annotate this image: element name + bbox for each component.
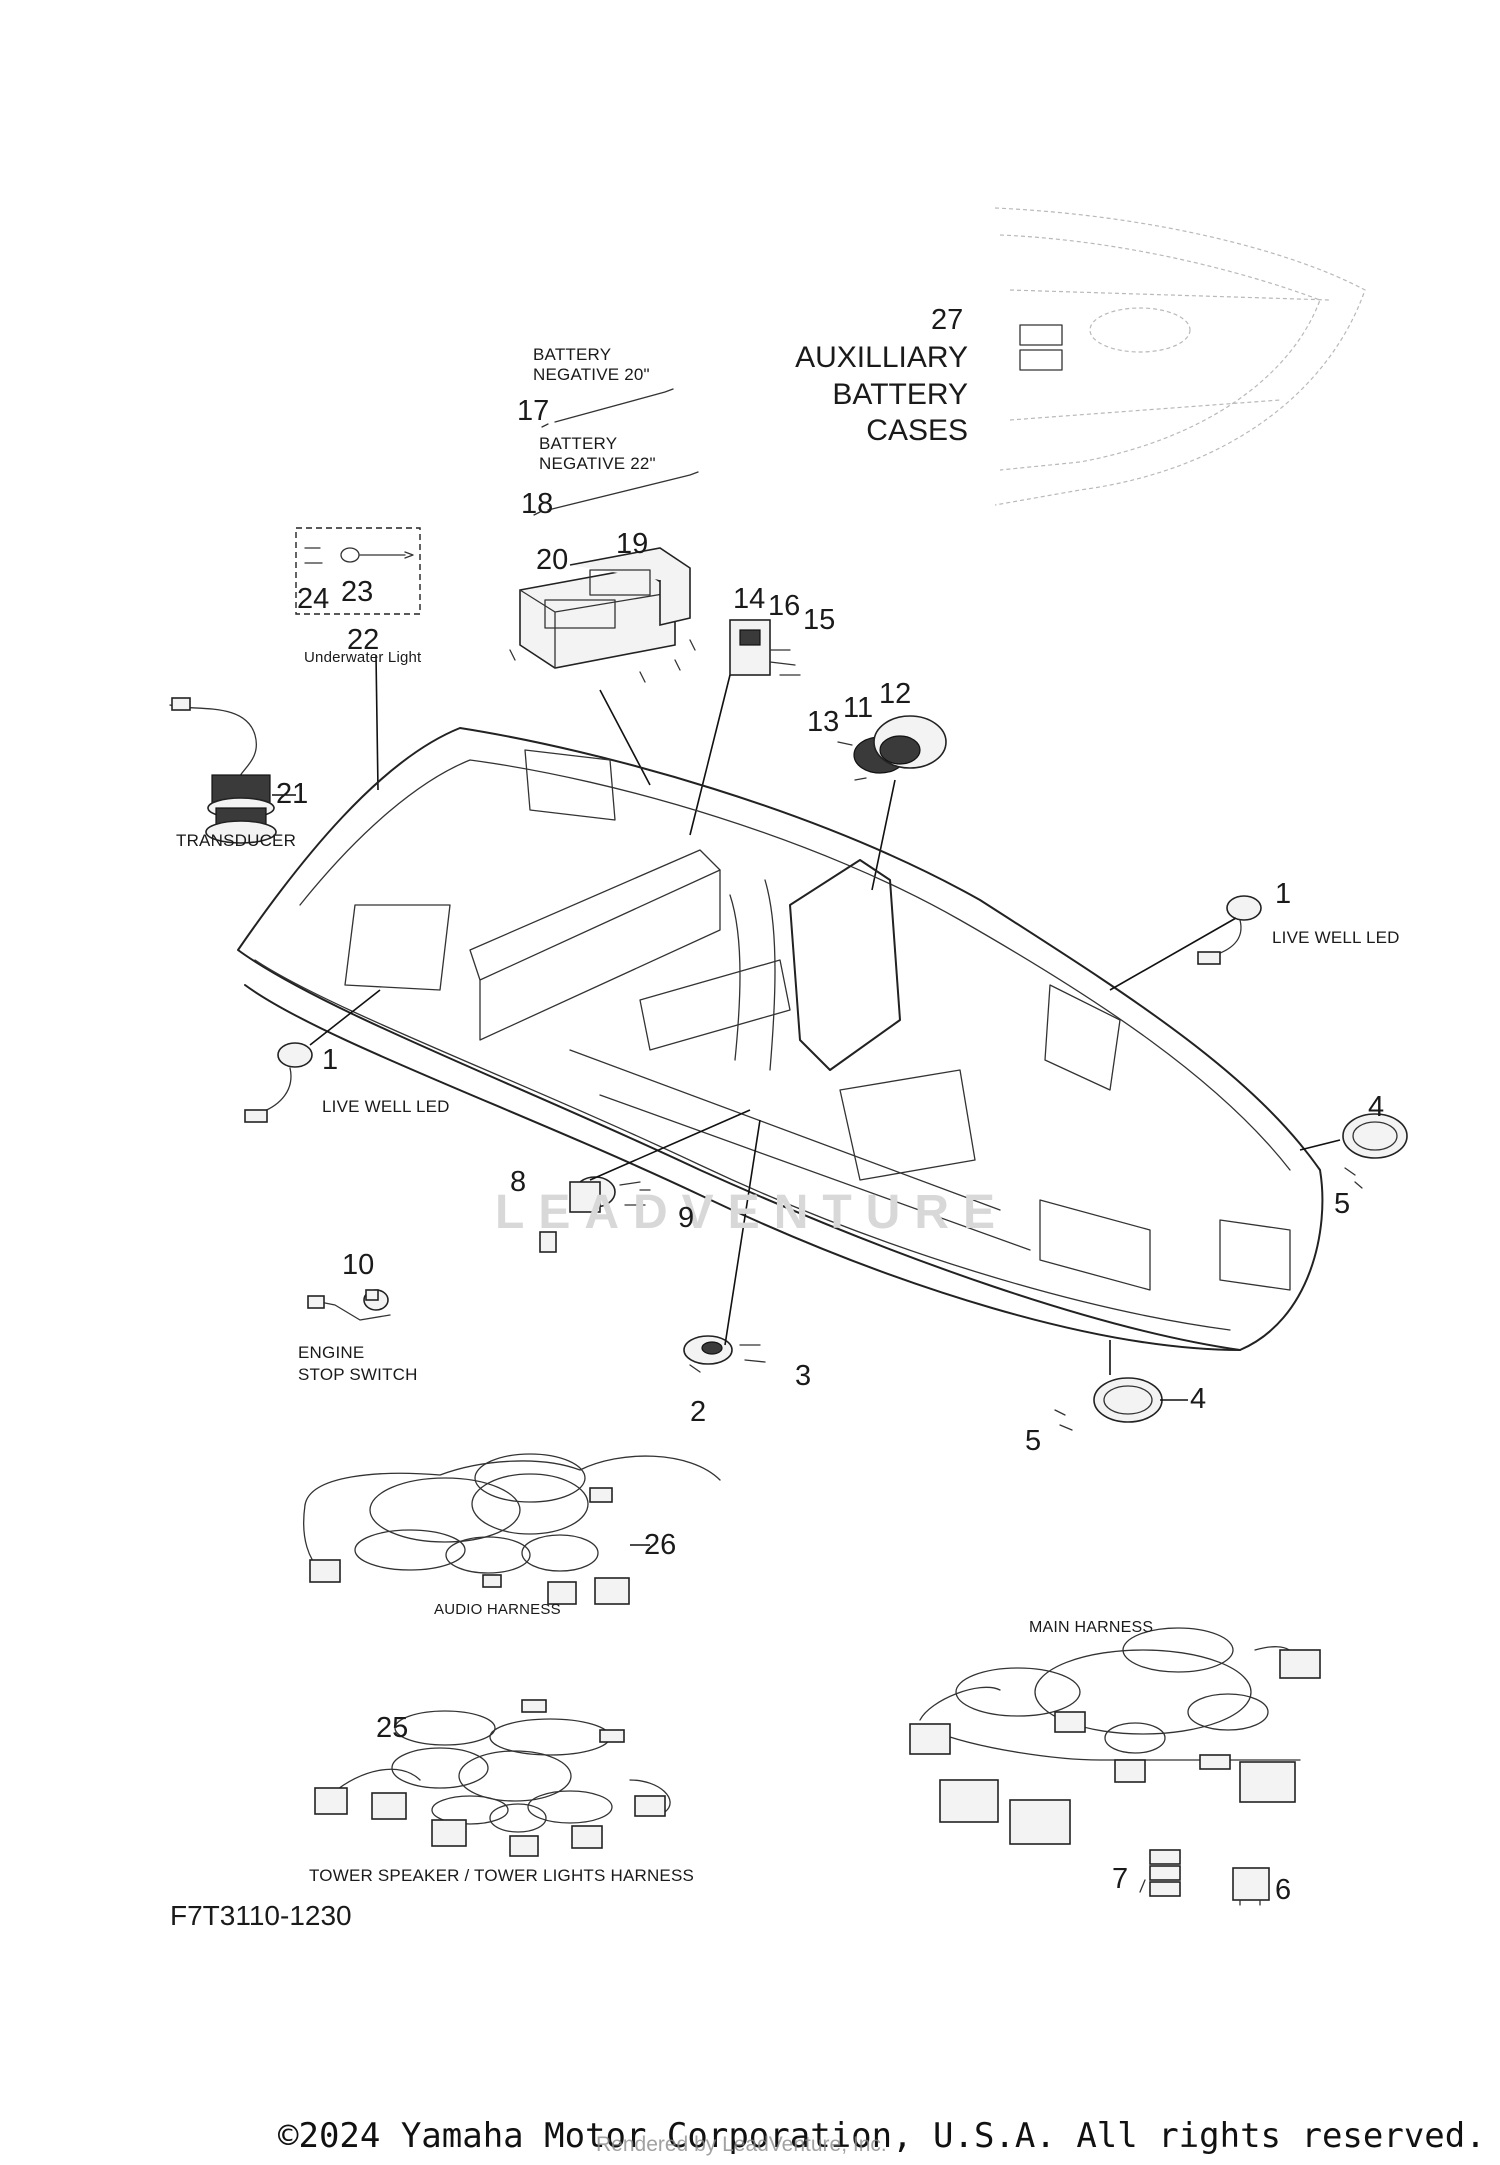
auxiliary-battery-cases-caption: AUXILLIARY BATTERY CASES bbox=[790, 340, 968, 450]
transducer-caption: TRANSDUCER bbox=[176, 831, 297, 850]
underwater-light-caption: Underwater Light bbox=[304, 649, 422, 666]
usb-socket-parts bbox=[539, 1109, 751, 1253]
callout-12: 12 bbox=[879, 678, 912, 710]
callout-3: 3 bbox=[795, 1360, 812, 1392]
watermark: LEADVENTURE bbox=[495, 1186, 1010, 1239]
callout-23: 23 bbox=[341, 576, 374, 608]
diagram-code: F7T3110-1230 bbox=[170, 1900, 352, 1931]
callout-5-right: 5 bbox=[1334, 1188, 1351, 1220]
relay-and-fuse-parts bbox=[1139, 1849, 1270, 1906]
copyright-notice: ©2024 Yamaha Motor Corporation, U.S.A. A… bbox=[278, 2116, 1486, 2156]
battery-negative-20-line-2: NEGATIVE 20" bbox=[533, 364, 650, 384]
engine-stop-switch-line-1: ENGINE bbox=[298, 1343, 365, 1362]
callout-1-right: 1 bbox=[1275, 878, 1292, 910]
battery-negative-22-caption: BATTERY NEGATIVE 22" bbox=[539, 434, 656, 473]
callout-25: 25 bbox=[376, 1712, 409, 1744]
callout-20: 20 bbox=[536, 544, 569, 576]
aux-caption-line-3: CASES bbox=[866, 414, 968, 448]
battery-negative-20-line-1: BATTERY bbox=[533, 345, 612, 364]
callout-14: 14 bbox=[733, 583, 766, 615]
callout-5-lower: 5 bbox=[1025, 1425, 1042, 1457]
underwater-light-parts bbox=[295, 527, 421, 791]
callout-24: 24 bbox=[297, 583, 330, 615]
callout-6: 6 bbox=[1275, 1874, 1292, 1906]
battery-boxes bbox=[509, 547, 696, 786]
callout-8: 8 bbox=[510, 1166, 527, 1198]
callout-22: 22 bbox=[347, 624, 380, 656]
main-harness-caption: MAIN HARNESS bbox=[1029, 1619, 1154, 1636]
callout-1-left: 1 bbox=[322, 1044, 339, 1076]
tower-harness-part bbox=[314, 1699, 671, 1857]
boat-hull bbox=[237, 727, 1324, 1351]
engine-stop-switch-line-2: STOP SWITCH bbox=[298, 1365, 418, 1385]
callout-9: 9 bbox=[678, 1202, 695, 1234]
cup-holder-light-parts bbox=[683, 1119, 766, 1373]
live-well-led-left-caption: LIVE WELL LED bbox=[322, 1097, 450, 1116]
callout-13: 13 bbox=[807, 706, 840, 738]
battery-negative-20-caption: BATTERY NEGATIVE 20" bbox=[533, 345, 650, 384]
courtesy-light-parts bbox=[1054, 1113, 1408, 1431]
callout-11: 11 bbox=[843, 692, 874, 724]
main-harness-part bbox=[909, 1627, 1321, 1845]
engine-stop-switch-caption: ENGINE STOP SWITCH bbox=[298, 1342, 418, 1386]
callout-21: 21 bbox=[276, 778, 309, 810]
callout-15: 15 bbox=[803, 604, 836, 636]
callout-10: 10 bbox=[342, 1249, 375, 1281]
callout-19: 19 bbox=[616, 528, 649, 560]
live-well-led-left-part bbox=[244, 989, 381, 1123]
audio-harness-caption: AUDIO HARNESS bbox=[434, 1601, 561, 1618]
aux-caption-line-1: AUXILLIARY bbox=[795, 341, 968, 374]
aux-caption-line-2: BATTERY bbox=[832, 377, 968, 411]
engine-stop-switch-part bbox=[307, 1289, 391, 1321]
battery-negative-cables bbox=[533, 388, 699, 516]
auxiliary-battery-location-sketch bbox=[994, 207, 1366, 506]
callout-26: 26 bbox=[644, 1529, 677, 1561]
callout-16: 16 bbox=[768, 590, 801, 622]
callout-4-right: 4 bbox=[1368, 1091, 1385, 1123]
rendered-by-notice: Rendered by LeadVenture, Inc. bbox=[596, 2133, 887, 2156]
callout-27: 27 bbox=[931, 304, 964, 336]
switch-bracket-parts bbox=[689, 619, 801, 836]
live-well-led-right-part bbox=[1109, 895, 1262, 991]
live-well-led-right-caption: LIVE WELL LED bbox=[1272, 928, 1400, 947]
battery-negative-22-line-2: NEGATIVE 22" bbox=[539, 453, 656, 473]
tower-harness-caption: TOWER SPEAKER / TOWER LIGHTS HARNESS bbox=[309, 1866, 695, 1885]
callout-2: 2 bbox=[690, 1396, 707, 1428]
battery-negative-22-line-1: BATTERY bbox=[539, 434, 618, 453]
callout-17: 17 bbox=[517, 395, 550, 427]
callout-4-lower: 4 bbox=[1190, 1383, 1207, 1415]
transducer-part bbox=[169, 697, 296, 844]
callout-7: 7 bbox=[1112, 1863, 1129, 1895]
callout-18: 18 bbox=[521, 488, 554, 520]
audio-harness-part bbox=[303, 1453, 721, 1605]
